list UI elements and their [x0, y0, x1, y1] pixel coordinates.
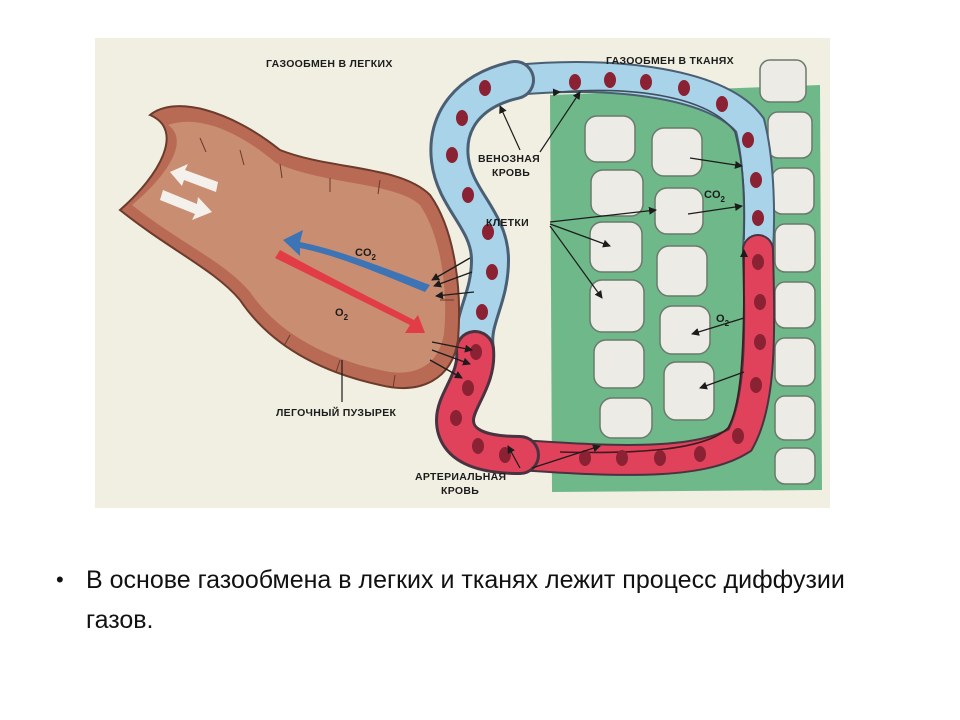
red-blood-cell [569, 74, 581, 90]
venous-blood-label-2: КРОВЬ [492, 167, 530, 179]
tissue-cell [591, 170, 643, 216]
red-blood-cell [716, 96, 728, 112]
tissue-cell [775, 338, 815, 386]
alveolus-label: ЛЕГОЧНЫЙ ПУЗЫРЕК [276, 406, 396, 419]
tissue-cell [600, 398, 652, 438]
tissue-cell [760, 60, 806, 102]
red-blood-cell [486, 264, 498, 280]
red-blood-cell [654, 450, 666, 466]
red-blood-cell [750, 377, 762, 393]
venous-blood-label-1: ВЕНОЗНАЯ [478, 153, 540, 165]
arterial-blood-label-1: АРТЕРИАЛЬНАЯ [415, 471, 506, 483]
tissue-cell [590, 280, 644, 332]
red-blood-cell [754, 294, 766, 310]
red-blood-cell [446, 147, 458, 163]
tissue-cell [775, 224, 815, 272]
red-blood-cell [752, 254, 764, 270]
red-blood-cell [742, 132, 754, 148]
tissue-cell [594, 340, 644, 388]
red-blood-cell [450, 410, 462, 426]
tissue-cell [768, 112, 812, 158]
tissue-cell [775, 282, 815, 328]
tissue-cell [657, 246, 707, 296]
gas-exchange-diagram: CO2 O2 CO2 O2 ГАЗООБМЕН В ЛЕГКИХ ГАЗООБМ… [0, 0, 960, 520]
bullet-mark: • [56, 560, 64, 600]
red-blood-cell [754, 334, 766, 350]
red-blood-cell [694, 446, 706, 462]
red-blood-cell [476, 304, 488, 320]
tissue-cell [655, 188, 703, 234]
red-blood-cell [462, 187, 474, 203]
tissue-exchange-label: ГАЗООБМЕН В ТКАНЯХ [606, 55, 734, 67]
tissue-cell [585, 116, 635, 162]
tissue-cell [775, 396, 815, 440]
red-blood-cell [640, 74, 652, 90]
red-blood-cell [678, 80, 690, 96]
caption-bullet-item: • В основе газообмена в легких и тканях … [56, 560, 916, 640]
tissue-cell [664, 362, 714, 420]
tissue-cell [590, 222, 642, 272]
tissue-cell [652, 128, 702, 176]
red-blood-cell [479, 80, 491, 96]
red-blood-cell [456, 110, 468, 126]
red-blood-cell [616, 450, 628, 466]
tissue-cell [772, 168, 814, 214]
red-blood-cell [732, 428, 744, 444]
red-blood-cell [470, 344, 482, 360]
arterial-blood-label-2: КРОВЬ [441, 485, 479, 497]
cells-label: КЛЕТКИ [486, 217, 529, 229]
red-blood-cell [462, 380, 474, 396]
red-blood-cell [604, 72, 616, 88]
tissue-cell [660, 306, 710, 354]
red-blood-cell [472, 438, 484, 454]
red-blood-cell [752, 210, 764, 226]
tissue-cell [775, 448, 815, 484]
caption-text: В основе газообмена в легких и тканях ле… [86, 560, 916, 640]
red-blood-cell [750, 172, 762, 188]
lung-exchange-label: ГАЗООБМЕН В ЛЕГКИХ [266, 58, 393, 70]
